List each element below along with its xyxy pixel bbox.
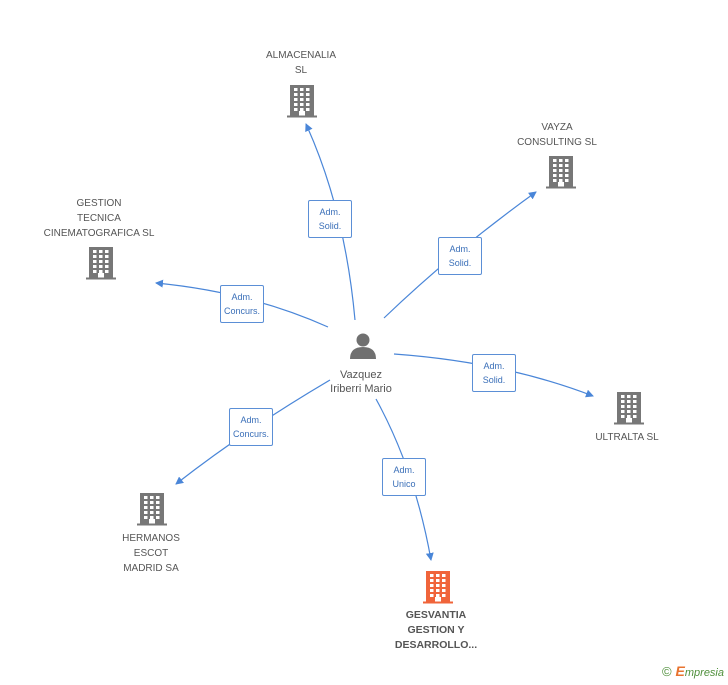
company-label-gesvantia[interactable]: GESVANTIA GESTION Y DESARROLLO...	[395, 608, 477, 653]
relation-label-line: Adm.	[393, 465, 415, 475]
company-label-ultralta[interactable]: ULTRALTA SL	[595, 430, 658, 445]
company-name-line: ESCOT	[133, 548, 169, 559]
building-icon	[614, 392, 644, 425]
relation-label-gesvantia: Adm. Unico	[382, 458, 426, 496]
person-name-line: Vazquez	[339, 369, 382, 381]
company-name-line: ULTRALTA SL	[595, 432, 659, 443]
company-name-line: VAYZA	[541, 122, 573, 133]
icons-layer	[86, 85, 644, 604]
brand-name: mpresia	[684, 667, 724, 679]
building-icon	[546, 156, 576, 189]
relation-label-line: Unico	[392, 479, 416, 489]
relation-label-line: Concurs.	[223, 306, 260, 316]
relation-label-gestion-tecnica: Adm. Concurs.	[220, 285, 264, 323]
relation-label-line: Solid.	[318, 221, 342, 231]
company-name-line: GESTION	[76, 198, 122, 209]
relation-label-line: Solid.	[482, 375, 506, 385]
building-icon	[287, 85, 317, 118]
brand-initial: E	[675, 663, 685, 679]
company-name-line: MADRID SA	[123, 563, 179, 574]
company-name-line: HERMANOS	[122, 533, 180, 544]
company-name-line: GESVANTIA	[405, 609, 467, 621]
relation-label-line: Adm.	[449, 244, 471, 254]
company-name-line: TECNICA	[77, 213, 121, 224]
building-icon	[423, 571, 453, 604]
relation-label-vayza: Adm. Solid.	[438, 237, 482, 275]
relation-label-line: Adm.	[319, 207, 341, 217]
relation-label-hermanos-escot: Adm. Concurs.	[229, 408, 273, 446]
relation-label-line: Solid.	[448, 258, 472, 268]
relation-label-line: Adm.	[231, 292, 253, 302]
company-label-hermanos-escot[interactable]: HERMANOS ESCOT MADRID SA	[122, 531, 180, 576]
company-name-line: SL	[294, 65, 308, 76]
company-name-line: DESARROLLO...	[394, 639, 478, 651]
footer-brand: ©Empresia	[662, 663, 724, 679]
relation-label-line: Concurs.	[232, 429, 269, 439]
building-icon	[137, 493, 167, 526]
company-label-almacenalia[interactable]: ALMACENALIA SL	[266, 48, 336, 78]
company-label-gestion-tecnica[interactable]: GESTION TECNICA CINEMATOGRAFICA SL	[44, 196, 155, 241]
person-name-line: Iriberri Mario	[330, 383, 392, 395]
relation-label-ultralta: Adm. Solid.	[472, 354, 516, 392]
copyright-symbol: ©	[661, 664, 672, 679]
company-name-line: ALMACENALIA	[265, 50, 337, 61]
relation-label-line: Adm.	[240, 415, 262, 425]
relation-label-almacenalia: Adm. Solid.	[308, 200, 352, 238]
relation-label-line: Adm.	[483, 361, 505, 371]
company-name-line: CINEMATOGRAFICA SL	[43, 228, 155, 239]
company-name-line: GESTION Y	[407, 624, 465, 636]
company-name-line: CONSULTING SL	[517, 137, 597, 148]
company-label-vayza[interactable]: VAYZA CONSULTING SL	[517, 120, 597, 150]
building-icon	[86, 247, 116, 280]
person-icon	[350, 333, 376, 359]
edges-layer	[155, 123, 594, 561]
